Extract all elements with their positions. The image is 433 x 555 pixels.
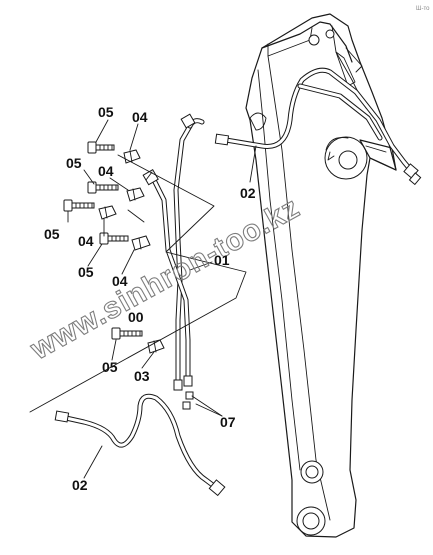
top-pin-hole-small	[325, 29, 335, 39]
clamp-04c	[98, 205, 117, 220]
label-02-lower: 02	[72, 477, 88, 493]
label-04b: 04	[98, 163, 114, 179]
leader-lines	[67, 119, 257, 479]
loose-hose	[54, 393, 226, 497]
bolts	[63, 141, 143, 340]
clamp-04a	[123, 149, 141, 164]
clamp-04d	[131, 235, 151, 251]
label-04d: 04	[112, 273, 128, 289]
pipe-top-fitting	[180, 113, 196, 129]
hose-fitting	[214, 133, 230, 146]
bolt-05e	[111, 327, 143, 340]
label-03: 03	[134, 368, 150, 384]
assembly-outline	[29, 154, 247, 413]
part-labels: 05 04 05 04 05 04 05 04 01 00 05 03 07 0…	[44, 104, 256, 493]
label-07: 07	[220, 414, 236, 430]
label-05a: 05	[98, 104, 114, 120]
bolt-05b	[87, 181, 119, 194]
label-02-upper: 02	[240, 185, 256, 201]
pivot-pin	[338, 150, 358, 170]
bolt-05a	[87, 141, 115, 154]
loose-hose-fitting-left	[54, 410, 70, 423]
boom-arm	[245, 13, 397, 538]
pipe-assembly	[142, 113, 205, 391]
label-04c: 04	[78, 233, 94, 249]
bolt-05c	[63, 199, 95, 212]
label-05d: 05	[78, 264, 94, 280]
loose-hose-fitting-right	[208, 479, 226, 497]
label-04a: 04	[132, 109, 148, 125]
label-05e: 05	[102, 359, 118, 375]
label-05b: 05	[66, 155, 82, 171]
clamp-04b	[126, 187, 145, 202]
pipe-bottom-fitting	[173, 379, 183, 391]
label-01: 01	[214, 252, 230, 268]
bolt-05d	[99, 232, 129, 245]
corner-mark: Ш-то	[416, 6, 430, 12]
boom-hose	[214, 67, 422, 186]
clamps	[98, 149, 165, 354]
clamp-03	[147, 339, 165, 354]
caps-07	[182, 391, 194, 410]
top-pin-hole	[308, 34, 320, 46]
label-00: 00	[128, 309, 144, 325]
label-05c: 05	[44, 226, 60, 242]
